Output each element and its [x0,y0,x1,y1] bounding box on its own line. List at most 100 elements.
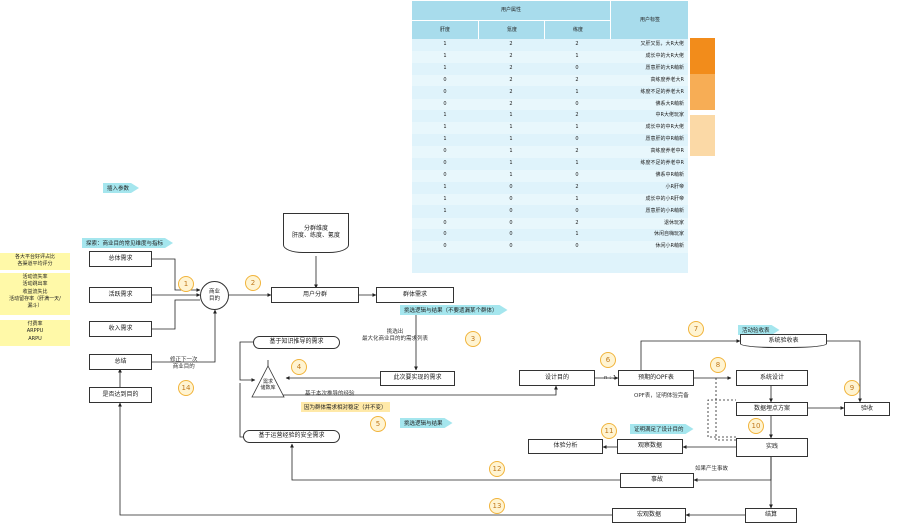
tag-cell: 休闲小R萌新 [655,243,684,250]
business-goal-circle[interactable]: 商业 目的 [200,281,229,310]
tag-cell: 成长中的小R肝帝 [645,195,684,202]
step-number: 1 [178,276,194,292]
tag-cell: 小R肝帝 [665,183,684,190]
attr-cell: 0 [509,219,513,226]
observe-data-box[interactable]: 观察数据 [617,439,683,454]
tracking-plan-box[interactable]: 数据埋点方案 [736,402,808,416]
design-goal-box[interactable]: 设计目的 [519,370,595,386]
attr-cell: 0 [575,243,579,250]
knowledge-demand-box[interactable]: 基于知识推导的需求 [253,336,340,349]
opf-proof-label: OPF表，证明体验完备 [634,393,689,399]
attr-cell: 1 [509,160,513,166]
attr-cell: 0 [443,76,447,83]
attr-cell: 1 [509,136,513,143]
tag-cell: 佛系中R萌新 [655,171,684,178]
note-pay-metrics: 付费率 ARPPU ARPU [0,320,70,346]
step-number: 4 [291,359,307,375]
attr-cell: 0 [443,231,447,238]
attr-cell: 1 [443,183,447,190]
attr-cell: 0 [575,100,579,107]
attr-cell: 0 [443,219,447,226]
system-design-box[interactable]: 系统设计 [736,370,808,386]
attr-cell: 0 [575,207,579,214]
tag-cell: 练度不足的养老中R [640,160,684,166]
note-activity-metrics: 活动流失率 活动跳出率 收益流失比 活动留存率（肝满一天/ 漏斗） [0,273,70,315]
attr-cell: 1 [509,112,513,119]
attr-cell: 2 [575,183,579,190]
attr-cell: 1 [443,207,447,214]
swatch-light [690,115,715,156]
step-number: 11 [601,423,617,439]
tag-confirm-goal: 证明满足了设计目的 [630,424,694,434]
attr-cell: 0 [443,171,447,178]
summary-box[interactable]: 总结 [89,354,152,370]
post-data-box[interactable]: 宏观数据 [612,508,686,523]
if-accident-label: 如果产生事故 [695,466,729,472]
tag-insert-params: 插入参数 [103,183,139,193]
current-demand-box[interactable]: 此次要实现的需求 [380,371,455,386]
tag-cell: 高练度养老中R [650,148,684,155]
attr-cell: 0 [575,64,579,71]
tag-cell: 成长中的大R大佬 [645,52,684,59]
tag-filter-logic: 挑选逻辑与结果（不要遗漏某个群体） [400,305,508,315]
attr-cell: 1 [443,136,447,143]
overall-demand-box[interactable]: 总体需求 [89,251,152,267]
segment-dims-doc: 分群维度 肝度、练度、氪度 [283,213,349,253]
system-acceptance-box[interactable]: 系统验收表 [740,334,827,348]
col-header: 氪度 [478,20,545,39]
user-segment-box[interactable]: 用户分群 [271,287,359,303]
attr-cell: 2 [509,76,513,83]
tag-cell: 休闲自嗨玩家 [653,231,684,238]
col-header: 肝度 [412,20,478,39]
group-demand-box[interactable]: 群体需求 [376,287,454,303]
tag-cell: 愿意肝的大R萌新 [645,64,684,71]
attr-cell: 1 [575,88,579,95]
revenue-demand-box[interactable]: 收入需求 [89,321,152,337]
tag-cell: 愿意肝的中R萌新 [645,136,684,143]
demand-pool-triangle[interactable] [251,365,285,398]
acceptance-box[interactable]: 验收 [844,402,890,416]
step-number: 3 [465,331,481,347]
step-number: 6 [600,352,616,368]
tag-cell: 成长中的中R大佬 [645,124,684,131]
attr-cell: 1 [575,160,579,166]
attr-cell: 1 [575,124,579,131]
attr-cell: 0 [443,243,447,250]
step-number: 8 [710,357,726,373]
group-header: 用户属性 [500,7,521,13]
attr-cell: 0 [443,160,447,166]
attr-cell: 1 [443,52,447,59]
attr-cell: 0 [509,243,513,250]
pick-demand-label: 挑选出 最大化商业目的的需求列表 [362,329,429,343]
goal-reached-box[interactable]: 是否达到目的 [89,387,152,403]
attr-cell: 1 [443,124,447,131]
tag-cell: 愿意肝的小R萌新 [645,207,684,214]
experience-analysis-box[interactable]: 体验分析 [528,439,603,454]
attr-cell: 0 [443,148,447,155]
implement-box[interactable]: 实践 [736,438,808,457]
attr-cell: 1 [443,112,447,119]
swatch-mid [690,74,715,110]
attr-cell: 0 [443,100,447,107]
n-to-1-label: n : 1 [604,375,617,381]
report-box[interactable]: 结算 [745,508,797,523]
accident-box[interactable]: 事故 [620,473,694,488]
step-number: 9 [844,380,860,396]
expected-opf-box[interactable]: 预期的OPF表 [618,370,694,386]
table-row: 0 1 1 练度不足的养老中R [412,158,688,170]
step-number: 5 [370,416,386,432]
attr-cell: 1 [443,64,447,71]
active-demand-box[interactable]: 活跃需求 [89,287,152,303]
step-number: 14 [178,380,194,396]
ops-experience-demand-box[interactable]: 基于运营经验的安全需求 [243,430,340,443]
step-number: 10 [748,418,764,434]
attr-cell: 1 [443,195,447,202]
tag-header: 用户标签 [610,1,689,39]
attr-cell: 1 [509,148,513,155]
